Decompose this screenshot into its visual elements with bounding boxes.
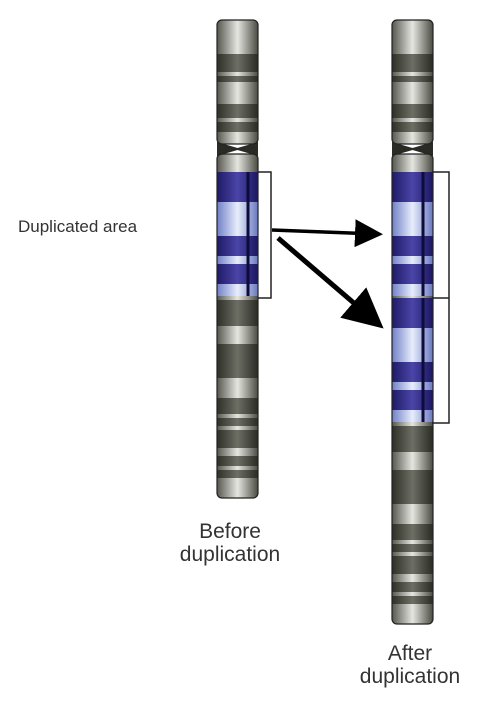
before-band [217,122,258,132]
before-duplication-chromosome [216,19,259,499]
after-caption-line2: duplication [359,665,461,689]
after-band-stripe [421,328,425,362]
after-band-stripe [421,236,425,256]
duplicated-area-bracket [258,171,272,299]
after-band-stripe [421,264,425,284]
after-band [392,328,433,362]
after-band-stripe [421,284,425,296]
after-band [392,362,433,382]
duplicated-area-label: Duplicated area [18,217,138,236]
before-band [217,456,258,466]
after-centromere [392,142,433,156]
before-band [217,86,258,102]
arrow-to-second-copy [276,236,384,329]
before-long-arm-outline [216,153,259,499]
before-band [217,172,258,202]
after-band [392,596,433,604]
after-band [392,410,433,422]
before-band [217,384,258,396]
after-band-stripe [421,362,425,382]
after-band [392,236,433,256]
after-band [392,510,433,522]
after-band [392,582,433,592]
before-band [217,54,258,72]
after-band [392,76,433,82]
after-band [392,390,433,410]
before-band [217,264,258,284]
before-band-stripe [246,264,250,284]
before-short-arm-outline [216,19,259,145]
before-band [217,202,258,236]
after-band [392,54,433,72]
before-band [217,418,258,426]
before-band [217,398,258,414]
before-caption-line1: Before [199,520,261,543]
before-band-stripe [246,284,250,296]
after-band-stripe [421,410,425,422]
duplicated-copy-bracket [432,171,450,424]
after-band [392,556,433,574]
after-band [392,382,433,390]
after-band [392,298,433,328]
before-band [217,236,258,256]
after-band [392,172,433,202]
after-long-arm-outline [391,153,434,625]
after-band [392,122,433,132]
before-band [217,344,258,378]
after-duplication-caption: After duplication [330,642,490,688]
before-band-stripe [246,256,250,264]
after-band [392,544,433,552]
before-band [217,300,258,326]
before-band [217,256,258,264]
before-band-stripe [246,236,250,256]
before-band [217,76,258,82]
before-band-stripe [246,202,250,236]
before-duplication-caption: Before duplication [150,520,310,566]
after-band [392,524,433,540]
after-short-arm-outline [391,19,434,145]
after-band [392,256,433,264]
after-band [392,104,433,118]
after-band [392,86,433,102]
after-caption-line1: After [387,642,433,665]
before-band [217,104,258,118]
after-band-stripe [421,202,425,236]
after-band-stripe [421,256,425,264]
after-band [392,470,433,504]
before-centromere [217,142,258,156]
after-band [392,426,433,452]
after-band-stripe [421,382,425,390]
before-band-stripe [246,172,250,202]
after-band [392,202,433,236]
after-band-stripe [421,298,425,328]
after-duplication-chromosome [391,19,434,625]
after-band [392,264,433,284]
before-band [217,430,258,448]
after-band [392,284,433,296]
before-band [217,470,258,478]
after-band-stripe [421,172,425,202]
before-caption-line2: duplication [179,543,281,567]
arrow-to-first-copy [271,219,383,248]
after-band-stripe [421,390,425,410]
before-band [217,284,258,296]
